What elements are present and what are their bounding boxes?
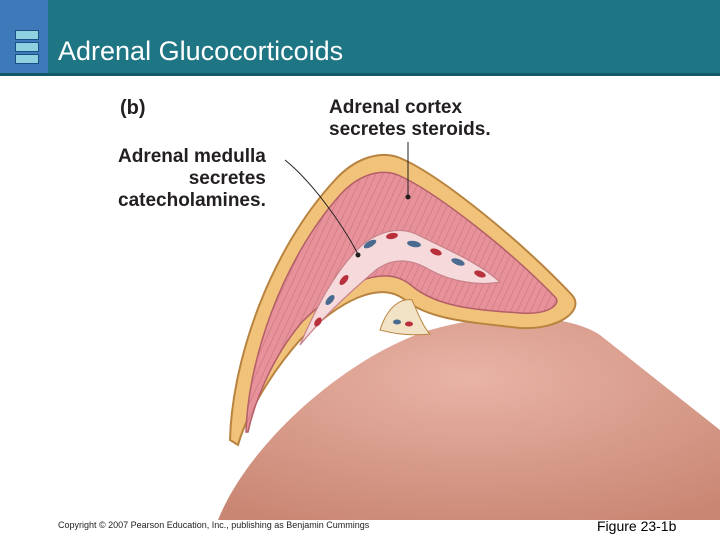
panel-label: (b) — [120, 97, 146, 119]
medulla-vessels — [314, 232, 486, 327]
medulla-label: Adrenal medulla secretes catecholamines. — [118, 146, 266, 212]
slide-title: Adrenal Glucocorticoids — [58, 36, 344, 66]
title-bar: Adrenal Glucocorticoids — [0, 0, 720, 76]
medulla-label-line2: secretes — [188, 168, 266, 189]
medulla-label-line1: Adrenal medulla — [118, 146, 266, 167]
cortex-label-line2: secretes steroids. — [329, 119, 491, 140]
stacked-bars-logo-icon — [0, 0, 48, 76]
logo-bar-top — [15, 30, 39, 40]
title-rule — [0, 73, 720, 76]
medulla-label-line3: catecholamines. — [118, 190, 266, 211]
central-vein-notch — [379, 299, 432, 336]
cortex-label-line1: Adrenal cortex — [329, 97, 463, 118]
adrenal-medulla — [299, 229, 502, 346]
cortex-label: Adrenal cortex secretes steroids. — [329, 97, 491, 141]
figure-number: Figure 23-1b — [597, 518, 677, 534]
logo-bar-middle — [15, 42, 39, 52]
medulla-leader-line — [284, 159, 359, 255]
logo-bar-bottom — [15, 54, 39, 64]
copyright-text: Copyright © 2007 Pearson Education, Inc.… — [58, 520, 370, 530]
kidney-surface — [218, 317, 720, 520]
adrenal-cortex — [245, 171, 558, 433]
